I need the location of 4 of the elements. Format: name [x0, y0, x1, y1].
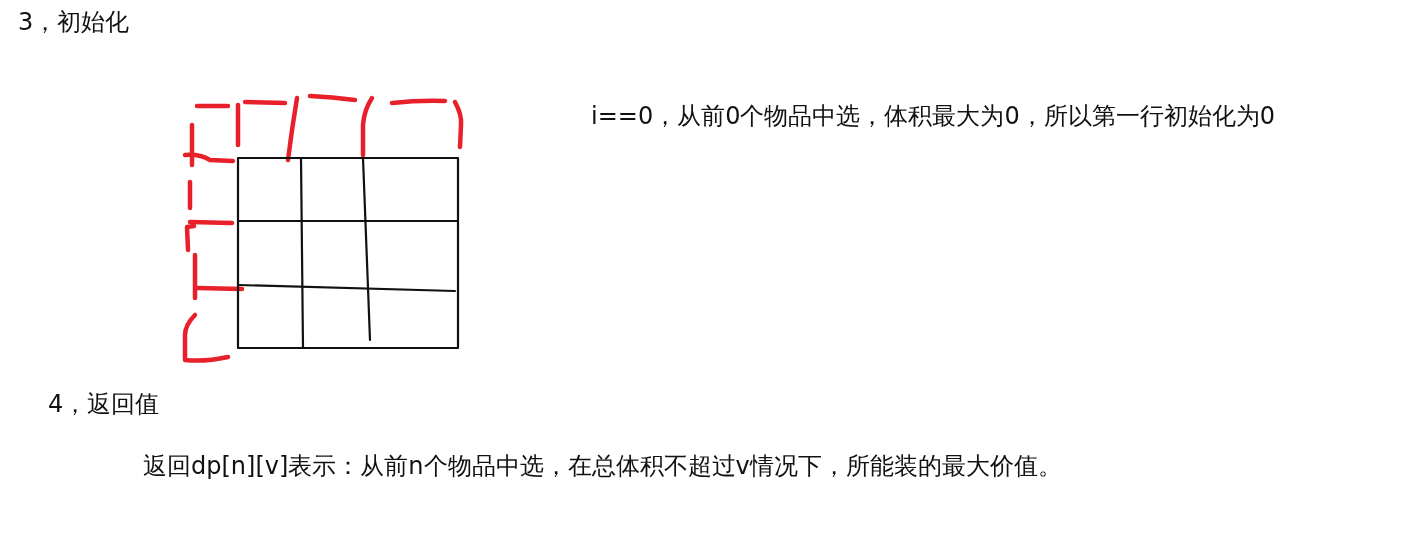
section-heading: 3，初始化	[18, 8, 130, 37]
section-heading: 4，返回值	[48, 390, 160, 419]
description-text: 返回dp[n][v]表示：从前n个物品中选，在总体积不超过v情况下，所能装的最大价值。	[143, 452, 1062, 481]
note-text: i==0，从前0个物品中选，体积最大为0，所以第一行初始化为0	[591, 102, 1275, 131]
